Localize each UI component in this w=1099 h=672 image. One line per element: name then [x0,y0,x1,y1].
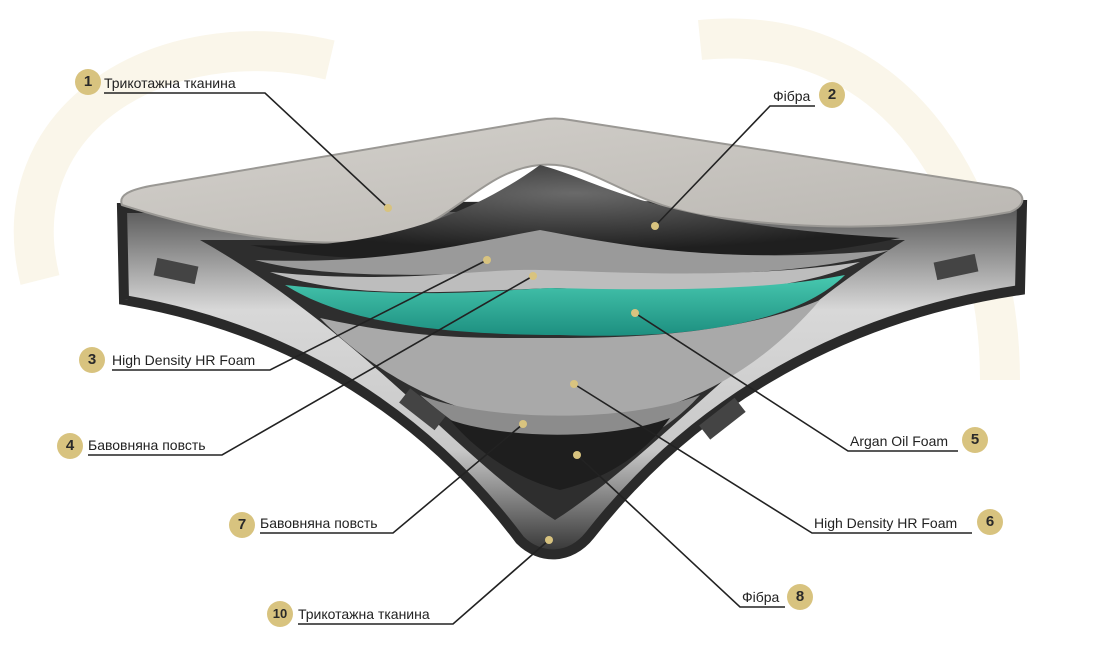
leader-line-6 [573,383,972,534]
leader-line-5 [634,312,958,452]
layer-label: High Density HR Foam [814,515,958,531]
layer-label: Бавовняна повсть [260,515,378,531]
layer-label: Трикотажна тканина [104,75,236,91]
layer-label: Трикотажна тканина [298,606,430,622]
leader-line-3 [112,259,488,371]
layer-label: High Density HR Foam [112,352,256,368]
layer-number-badge: 1 [75,69,101,95]
layer-label: Фібра [773,88,811,104]
layer-number-badge: 6 [977,509,1003,535]
layer-number-badge: 8 [787,584,813,610]
layer-label: Argan Oil Foam [850,433,949,449]
layer-number-badge: 2 [819,82,845,108]
leader-line-2 [654,105,815,227]
layer-label: Фібра [742,589,780,605]
layer-number-badge: 4 [57,433,83,459]
leader-line-4 [88,275,534,456]
layer-number-badge: 10 [267,601,293,627]
layer-number-badge: 7 [229,512,255,538]
leader-line-10 [298,539,550,625]
layer-label: Бавовняна повсть [88,437,206,453]
leader-line-7 [260,423,524,534]
argan-oil-foam-layer [285,275,845,336]
hr-foam-layer [320,300,820,425]
leader-line-1 [104,92,389,209]
leader-line-8 [576,454,785,608]
layer-number-badge: 5 [962,427,988,453]
layer-number-badge: 3 [79,347,105,373]
